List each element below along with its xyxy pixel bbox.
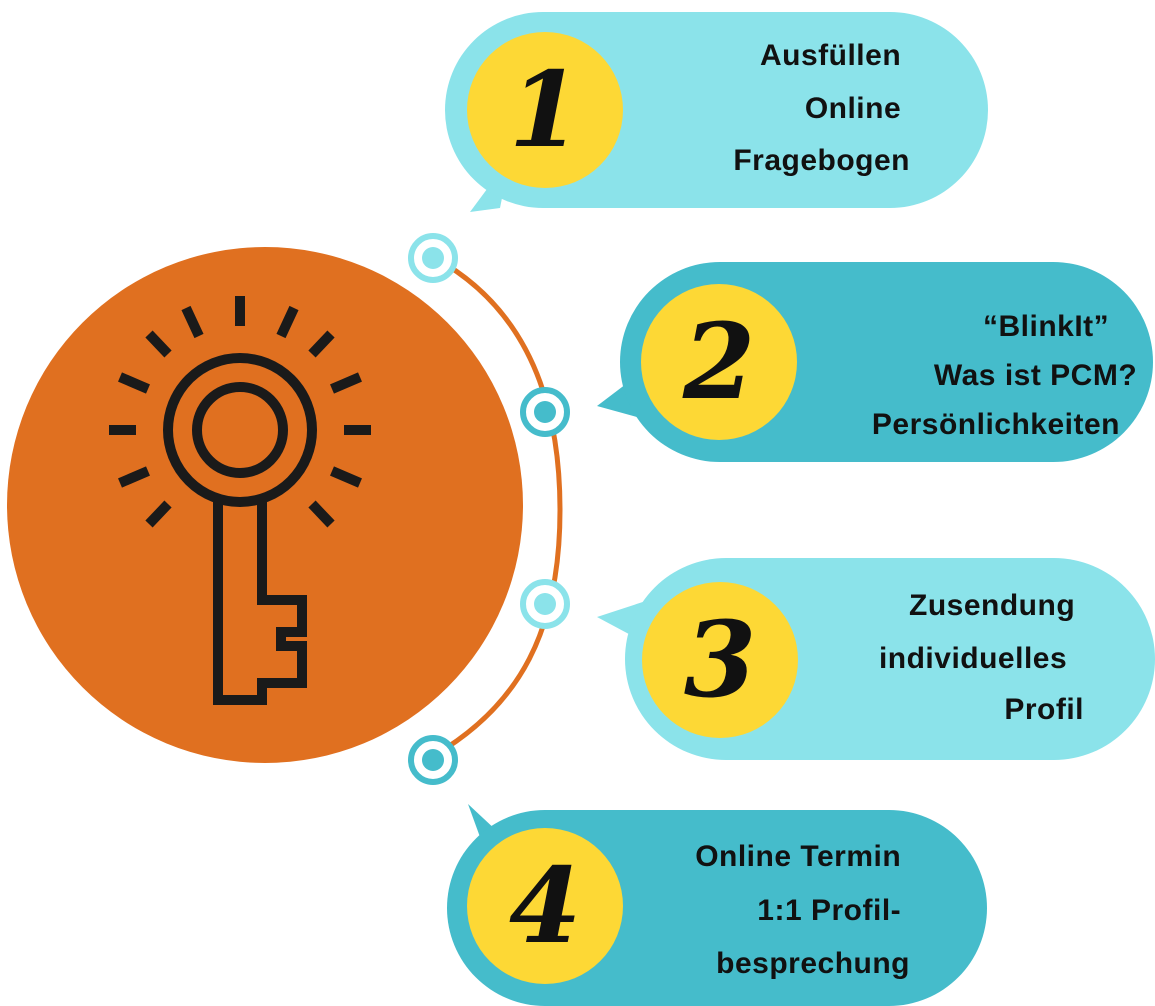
step-4-number-badge (467, 828, 623, 984)
step-3-number: 3 (684, 598, 756, 721)
timeline-dot-3 (520, 579, 570, 629)
center-badge (7, 247, 523, 763)
step-3-text: Zusendung individuelles Profil (879, 589, 1084, 726)
timeline-dot-4 (408, 735, 458, 785)
step-1-text: Ausfüllen Online Fragebogen (733, 39, 910, 177)
step-2-text: “BlinkIt” Was ist PCM? Persönlichkeiten (872, 310, 1146, 441)
step-1-bubble: 1 Ausfüllen Online Fragebogen (445, 12, 988, 212)
step-3-bubble: 3 Zusendung individuelles Profil (597, 558, 1155, 760)
step-1-number-badge (467, 32, 623, 188)
step-2-bubble: 2 “BlinkIt” Was ist PCM? Persönlichkeite… (597, 262, 1153, 462)
step-3-number-badge (642, 582, 798, 738)
key-icon (109, 296, 371, 705)
timeline-dot-1 (408, 233, 458, 283)
timeline-dot-2 (520, 387, 570, 437)
step-2-number-badge (641, 284, 797, 440)
step-4-text: Online Termin 1:1 Profil- besprechung (695, 840, 910, 980)
timeline-arc (433, 255, 563, 758)
step-2-number: 2 (682, 300, 755, 423)
step-4-bubble: 4 Online Termin 1:1 Profil- besprechung (447, 804, 987, 1006)
step-4-number: 4 (509, 844, 581, 967)
step-1-number: 1 (509, 48, 581, 171)
